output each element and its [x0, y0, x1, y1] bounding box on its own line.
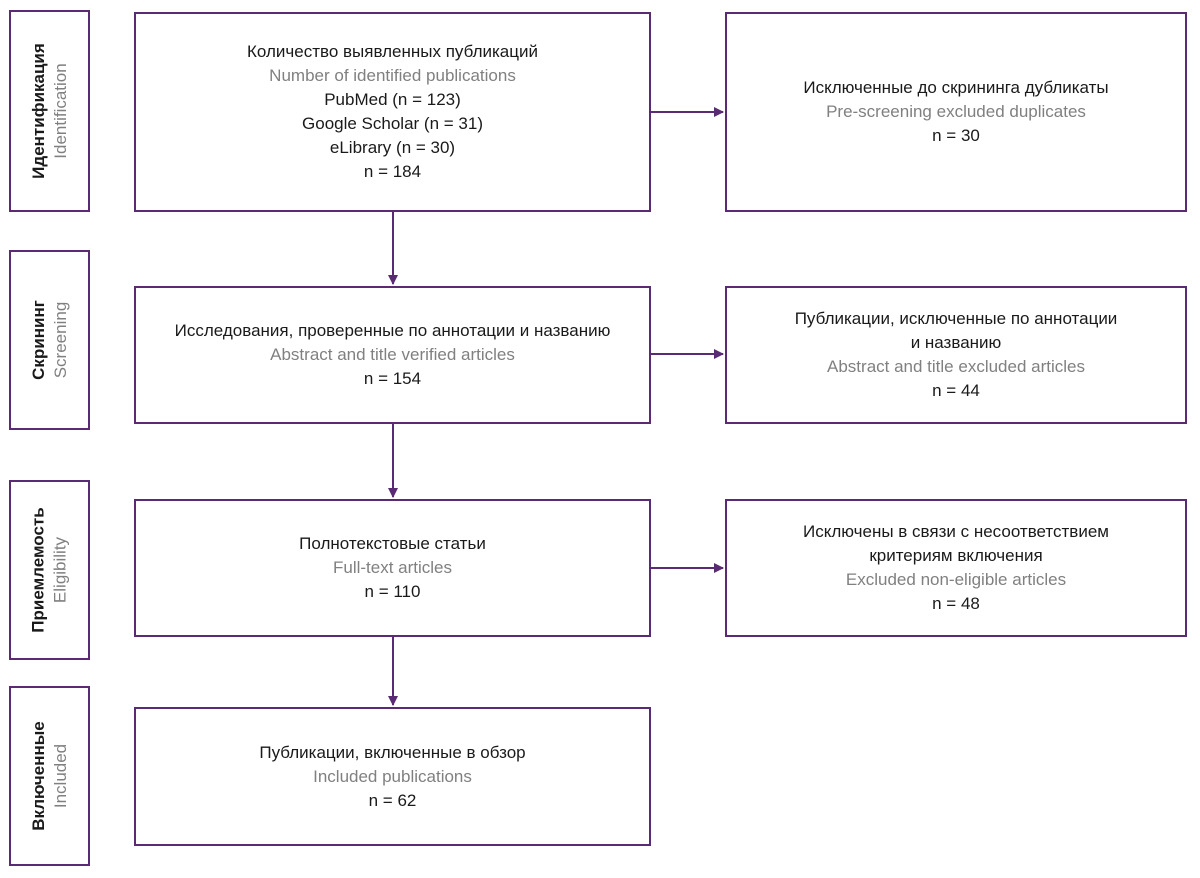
identification-source-google-scholar: Google Scholar (n = 31) — [302, 114, 483, 133]
stage-included-label: Включенные Included — [28, 721, 72, 831]
stage-screening-ru: Скрининг — [28, 300, 48, 380]
eligibility-excluded-title-ru-line1: Исключены в связи с несоответствием — [803, 522, 1109, 541]
stage-eligibility-en: Eligibility — [50, 536, 70, 604]
duplicates-excluded-box: Исключенные до скрининга дубликаты Pre-s… — [725, 12, 1187, 212]
eligibility-title-en: Full-text articles — [332, 558, 453, 577]
included-count: n = 62 — [368, 790, 417, 810]
eligibility-count: n = 110 — [364, 582, 421, 601]
stage-identification-ru: Идентификация — [28, 43, 48, 179]
stage-identification-label: Идентификация Identification — [28, 43, 72, 179]
duplicates-count: n = 30 — [932, 126, 980, 145]
included-title-ru: Публикации, включенные в обзор — [259, 742, 526, 762]
stage-identification-en: Identification — [50, 63, 70, 159]
eligibility-excluded-title-ru-line2: критериям включения — [869, 546, 1043, 565]
stage-identification: Идентификация Identification — [9, 10, 90, 212]
eligibility-excluded-count: n = 48 — [932, 594, 980, 613]
identification-box: Количество выявленных публикаций Number … — [134, 12, 651, 212]
identification-title-en: Number of identified publications — [269, 66, 516, 85]
eligibility-excluded-box: Исключены в связи с несоответствием крит… — [725, 499, 1187, 637]
screening-excluded-title-ru-line2: и названию — [910, 333, 1002, 352]
screening-excluded-count: n = 44 — [932, 381, 980, 400]
eligibility-title-ru: Полнотекстовые статьи — [299, 534, 486, 553]
screening-title-ru: Исследования, проверенные по аннотации и… — [174, 321, 611, 340]
stage-included-ru: Включенные — [28, 721, 48, 831]
identification-source-pubmed: PubMed (n = 123) — [324, 90, 461, 109]
stage-screening-en: Screening — [50, 301, 70, 379]
eligibility-excluded-title-en: Excluded non-eligible articles — [845, 570, 1067, 589]
screening-excluded-title-en: Abstract and title excluded articles — [827, 357, 1085, 376]
duplicates-title-ru: Исключенные до скрининга дубликаты — [803, 78, 1109, 97]
stage-screening: Скрининг Screening — [9, 250, 90, 430]
eligibility-box: Полнотекстовые статьи Full-text articles… — [134, 499, 651, 637]
identification-count: n = 184 — [363, 162, 422, 181]
screening-excluded-title-ru-line1: Публикации, исключенные по аннотации — [794, 309, 1118, 328]
screening-box: Исследования, проверенные по аннотации и… — [134, 286, 651, 424]
stage-included-en: Included — [50, 743, 70, 809]
duplicates-title-en: Pre-screening excluded duplicates — [826, 102, 1086, 121]
included-title-en: Included publications — [313, 766, 472, 786]
stage-eligibility-ru: Приемлемость — [28, 507, 48, 633]
stage-screening-label: Скрининг Screening — [28, 300, 72, 380]
identification-source-elibrary: eLibrary (n = 30) — [329, 138, 456, 157]
included-box: Публикации, включенные в обзор Included … — [134, 707, 651, 846]
screening-excluded-box: Публикации, исключенные по аннотации и н… — [725, 286, 1187, 424]
screening-title-en: Abstract and title verified articles — [270, 345, 515, 364]
stage-eligibility-label: Приемлемость Eligibility — [28, 507, 72, 632]
identification-title-ru: Количество выявленных публикаций — [247, 42, 538, 61]
stage-included: Включенные Included — [9, 686, 90, 866]
screening-count: n = 154 — [363, 369, 422, 388]
stage-eligibility: Приемлемость Eligibility — [9, 480, 90, 660]
